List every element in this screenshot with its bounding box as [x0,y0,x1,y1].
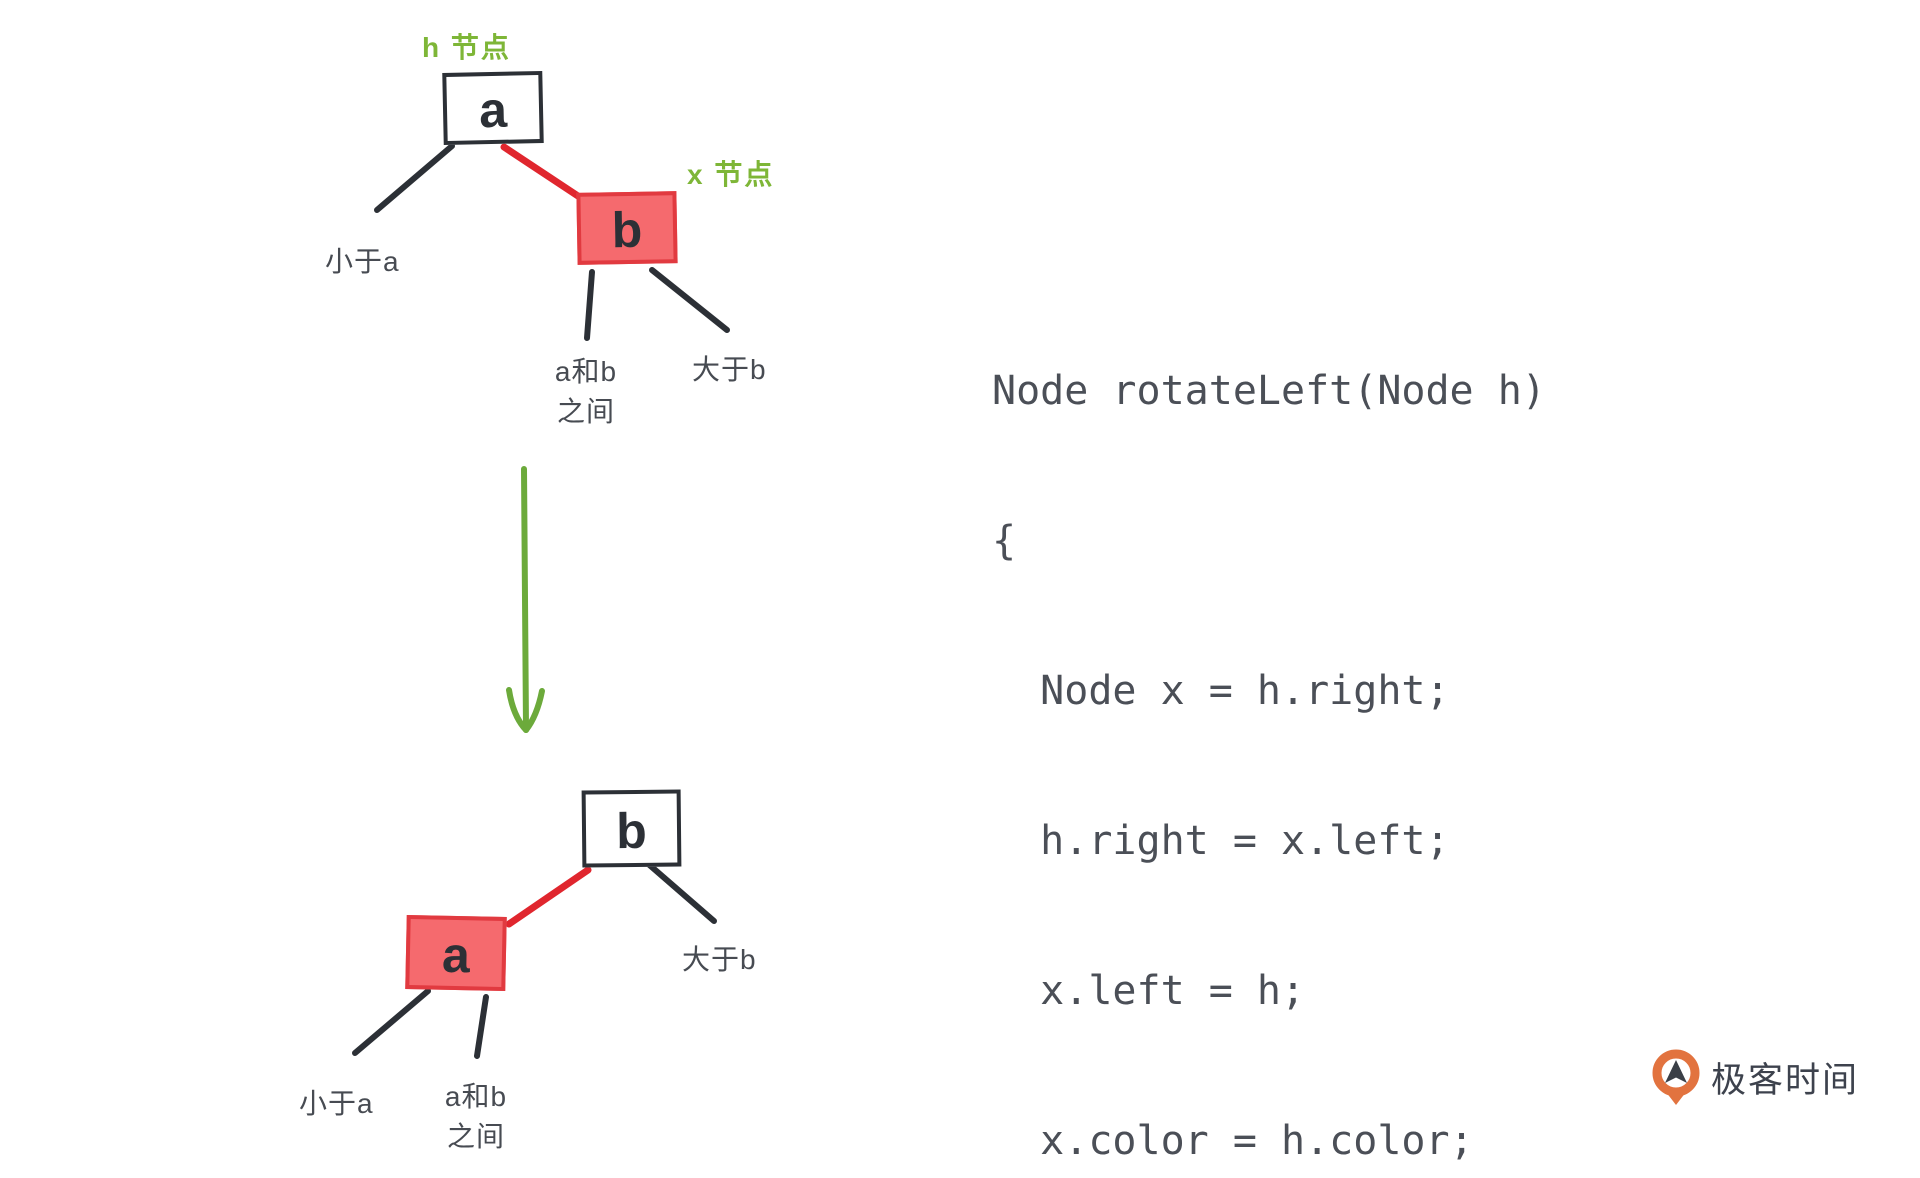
x-node-label: x 节点 [687,159,775,190]
leaf-between-a-b-after: a和b 之间 [416,1077,536,1157]
geektime-logo-icon [1652,1049,1700,1105]
leaf-between-line2: 之间 [556,396,615,427]
code-line: Node rotateLeft(Node h) [992,368,1546,414]
code-line: { [992,518,1017,564]
edge-b-right-child [649,267,730,333]
edge-b-middle-child [584,269,595,341]
code-line: x.left = h; [992,968,1306,1014]
h-node-label: h 节点 [422,32,511,63]
geektime-logo-text: 极客时间 [1711,1060,1860,1100]
node-a-before: a [442,70,544,146]
leaf-between-line1: a和b [554,356,618,387]
leaf-between-line1: a和b [444,1081,508,1112]
node-b-before-letter: b [611,201,643,259]
node-b-before: b [576,191,678,265]
rotate-left-code: Node rotateLeft(Node h) { Node x = h.rig… [992,266,1618,1178]
edge-a-left-child [374,143,455,213]
down-arrow [506,466,545,733]
leaf-greater-than-b-after: 大于b [682,944,757,975]
node-a-after-letter: a [441,926,471,984]
edge-a-left-child-after [352,988,431,1056]
node-b-after-letter: b [615,802,648,859]
leaf-greater-than-b-before: 大于b [692,354,767,385]
code-line: Node x = h.right; [992,668,1450,714]
leaf-between-line2: 之间 [446,1121,505,1152]
node-b-after: b [581,789,682,868]
edge-b-right-child-after [643,859,717,924]
node-a-after: a [405,914,507,992]
leaf-between-a-b-before: a和b 之间 [526,352,646,432]
leaf-less-than-a-after: 小于a [299,1088,374,1119]
code-line: x.color = h.color; [992,1118,1474,1164]
edge-a-to-b-red [500,143,585,202]
geektime-brand: 极客时间 [1650,1048,1859,1106]
code-line: h.right = x.left; [992,818,1450,864]
node-a-before-letter: a [478,81,508,139]
leaf-less-than-a-before: 小于a [325,246,400,277]
edge-b-to-a-red [505,866,592,928]
edge-a-middle-child-after [474,994,489,1059]
